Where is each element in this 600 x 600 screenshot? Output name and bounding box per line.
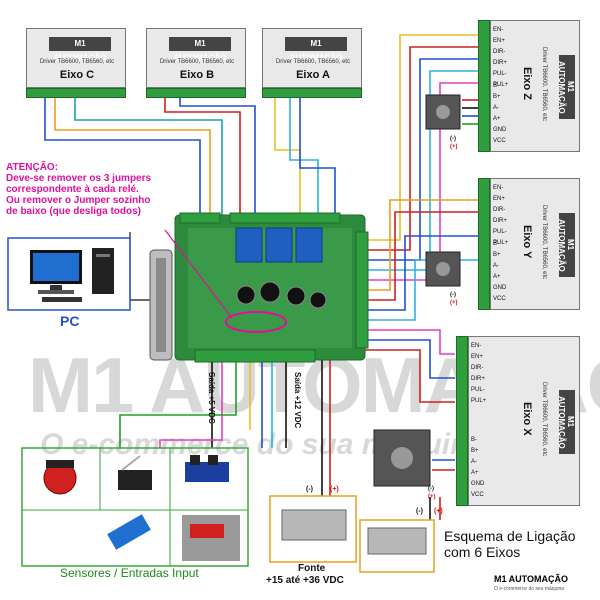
warning-line: ATENÇÃO: xyxy=(6,162,59,173)
driver-logo: M1 AUTOMAÇÃO xyxy=(285,37,347,62)
driver-pin-label: B+ xyxy=(493,252,501,258)
driver-pin-label: DIR- xyxy=(493,207,506,213)
driver-pin-label: PUL- xyxy=(493,71,507,77)
driver-pin-label: A- xyxy=(493,105,499,111)
driver-power-neg: (-) xyxy=(428,486,434,492)
driver-logo: M1 AUTOMAÇÃO xyxy=(169,37,231,62)
driver-right-2: Eixo Y Driver TB6600, TB6560, etc M1 AUTOM… xyxy=(490,178,580,310)
pc-label: PC xyxy=(60,313,80,329)
driver-pin-label: PUL- xyxy=(471,387,485,393)
brand-logo: M1 AUTOMAÇÃO xyxy=(494,574,568,584)
driver-pin-label: PUL+ xyxy=(493,240,509,246)
driver-power-pos: (+) xyxy=(428,494,436,500)
driver-axis-name: Eixo Y xyxy=(521,225,533,259)
driver-axis-name: Eixo B xyxy=(179,69,215,81)
psu2-polarity-neg: (-) xyxy=(416,508,423,515)
warning-line: correspondente à cada relé. xyxy=(6,184,139,195)
driver-pin-label: PUL- xyxy=(493,229,507,235)
brand-logo-text: M1 AUTOMAÇÃO xyxy=(494,574,568,584)
driver-model: Driver TB6600, TB6560, etc xyxy=(541,382,547,457)
sensors-label: Sensores / Entradas Input xyxy=(60,566,199,580)
driver-pin-label: EN+ xyxy=(493,38,505,44)
driver-power-neg: (-) xyxy=(450,292,456,298)
psu1-polarity-neg: (-) xyxy=(306,486,313,493)
driver-pin-label: B+ xyxy=(471,448,479,454)
psu2-polarity-pos: (+) xyxy=(434,508,443,515)
driver-model: Driver TB6600, TB6560, etc xyxy=(541,205,547,280)
driver-pin-label: DIR+ xyxy=(471,376,485,382)
driver-right-terminal xyxy=(478,178,490,310)
driver-pin-label: A+ xyxy=(493,274,501,280)
psu1-polarity-pos: (+) xyxy=(330,486,339,493)
driver-logo: M1 AUTOMAÇÃO xyxy=(557,55,575,119)
warning-line: de baixo (que desliga todos) xyxy=(6,206,142,217)
driver-pin-label: EN- xyxy=(471,343,482,349)
title-line: com 6 Eixos xyxy=(444,544,521,560)
driver-logo: M1 AUTOMAÇÃO xyxy=(557,390,575,454)
warning-note: ATENÇÃO: Deve-se remover os 3 jumpers co… xyxy=(6,162,196,217)
driver-axis-name: Eixo Z xyxy=(521,67,533,101)
driver-logo: M1 AUTOMAÇÃO xyxy=(49,37,111,62)
driver-pin-label: GND xyxy=(471,481,485,487)
output-5v-label: Saída +5 VDC xyxy=(207,372,216,424)
driver-pin-label: A- xyxy=(493,263,499,269)
driver-pin-label: GND xyxy=(493,127,507,133)
driver-model: Driver TB6600, TB6560, etc xyxy=(159,59,235,65)
driver-logo: M1 AUTOMAÇÃO xyxy=(557,213,575,277)
driver-pin-label: EN- xyxy=(493,185,504,191)
driver-pin-label: VCC xyxy=(493,296,506,302)
driver-pin-label: B- xyxy=(493,241,499,247)
driver-model: Driver TB6600, TB6560, etc xyxy=(39,59,115,65)
psu-label: Fonte xyxy=(298,563,326,574)
driver-pin-label: DIR+ xyxy=(493,218,507,224)
driver-model: Driver TB6600, TB6560, etc xyxy=(275,59,351,65)
driver-power-neg: (-) xyxy=(450,136,456,142)
output-12v-label: Saída +12 VDC xyxy=(293,372,302,429)
driver-axis-name: Eixo A xyxy=(296,69,330,81)
warning-line: Deve-se remover os 3 jumpers xyxy=(6,173,152,184)
driver-pin-label: GND xyxy=(493,285,507,291)
driver-axis-name: Eixo X xyxy=(521,402,533,436)
title-line: Esquema de Ligação xyxy=(444,528,576,544)
driver-pin-label: VCC xyxy=(471,492,484,498)
driver-top-terminal xyxy=(26,88,126,98)
driver-pin-label: VCC xyxy=(493,138,506,144)
driver-power-pos: (+) xyxy=(450,144,458,150)
driver-right-1: Eixo Z Driver TB6600, TB6560, etc M1 AUTOM… xyxy=(490,20,580,152)
driver-pin-label: PUL+ xyxy=(493,82,509,88)
driver-pin-label: A+ xyxy=(471,470,479,476)
driver-power-pos: (+) xyxy=(450,300,458,306)
driver-axis-name: Eixo C xyxy=(59,69,95,81)
brand-logo-tagline: O e-commerce do seu máquina xyxy=(494,586,565,592)
driver-right-3: Eixo X Driver TB6600, TB6560, etc M1 AUTOM… xyxy=(468,336,580,506)
driver-pin-label: EN- xyxy=(493,27,504,33)
warning-line: Ou remover o Jumper sozinho xyxy=(6,195,151,206)
driver-top-terminal xyxy=(146,88,246,98)
driver-pin-label: B- xyxy=(471,437,477,443)
driver-model: Driver TB6600, TB6560, etc xyxy=(541,47,547,122)
driver-pin-label: EN+ xyxy=(471,354,483,360)
driver-pin-label: EN+ xyxy=(493,196,505,202)
driver-right-terminal xyxy=(478,20,490,152)
driver-pin-label: A+ xyxy=(493,116,501,122)
driver-pin-label: B+ xyxy=(493,94,501,100)
driver-pin-label: DIR- xyxy=(493,49,506,55)
driver-pin-label: DIR+ xyxy=(493,60,507,66)
driver-pin-label: B- xyxy=(493,83,499,89)
driver-right-terminal xyxy=(456,336,468,506)
diagram-title: Esquema de Ligação com 6 Eixos xyxy=(444,528,598,560)
driver-top-terminal xyxy=(262,88,362,98)
psu-range-label: +15 até +36 VDC xyxy=(266,575,344,586)
driver-pin-label: A- xyxy=(471,459,477,465)
driver-pin-label: DIR- xyxy=(471,365,484,371)
driver-pin-label: PUL+ xyxy=(471,398,487,404)
